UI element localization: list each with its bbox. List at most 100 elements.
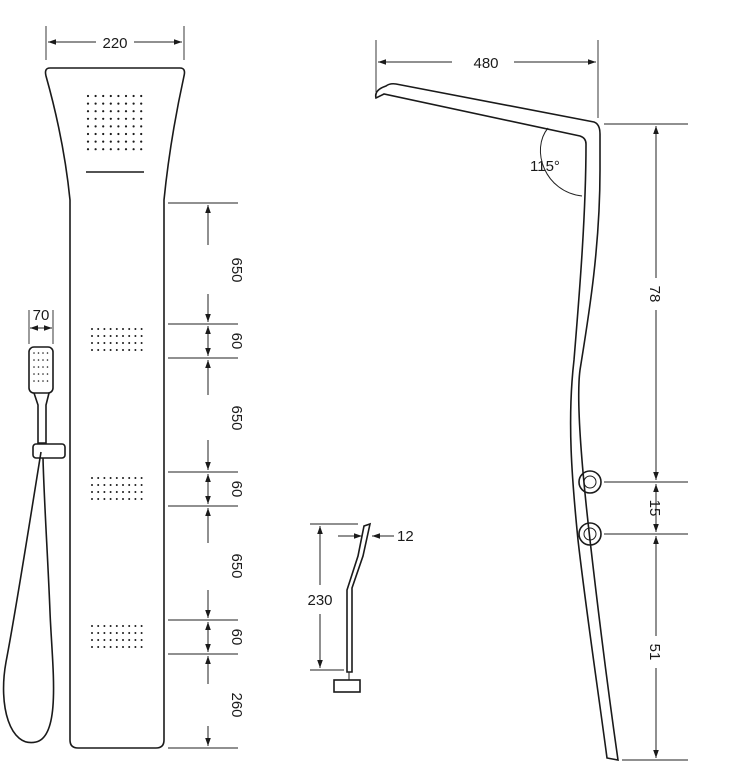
handheld-shower bbox=[2, 346, 66, 744]
nozzle-dot bbox=[33, 366, 35, 368]
nozzle-dot bbox=[140, 125, 143, 128]
nozzle-dot bbox=[46, 380, 49, 382]
nozzle-dot bbox=[102, 94, 105, 98]
nozzle-dot bbox=[91, 639, 93, 641]
nozzle-1 bbox=[578, 470, 602, 494]
nozzle-dot bbox=[109, 328, 112, 330]
nozzle-dot bbox=[94, 148, 97, 151]
nozzle-dot bbox=[128, 335, 131, 337]
nozzle-dot bbox=[97, 491, 100, 493]
nozzle-dot bbox=[97, 328, 100, 330]
nozzle-dot bbox=[97, 342, 100, 344]
nozzle-dot bbox=[128, 477, 131, 479]
nozzle-dot bbox=[33, 373, 35, 375]
side-mid-label: 15 bbox=[646, 500, 663, 517]
nozzle-dot bbox=[132, 132, 135, 136]
nozzle-dot bbox=[117, 102, 120, 105]
nozzle-dot bbox=[33, 380, 35, 382]
nozzle-dot bbox=[140, 328, 143, 330]
dim-front-width: 220 bbox=[45, 26, 185, 60]
nozzle-dot bbox=[124, 125, 128, 128]
bracket-arm bbox=[346, 522, 372, 673]
nozzle-dot bbox=[124, 148, 128, 151]
nozzle-dot bbox=[91, 342, 93, 344]
nozzle-dot bbox=[124, 117, 128, 120]
body-jet-1 bbox=[91, 328, 143, 351]
front-width-label: 220 bbox=[102, 35, 127, 52]
nozzle-dot bbox=[109, 632, 112, 634]
side-upper-label: 78 bbox=[646, 286, 663, 303]
side-lower-label: 51 bbox=[646, 644, 663, 661]
nozzle-dot bbox=[109, 646, 112, 648]
nozzle-dot bbox=[140, 117, 143, 120]
front-view: 220 70 650 60 bbox=[2, 26, 245, 749]
nozzle-dot bbox=[140, 484, 143, 486]
nozzle-dot bbox=[115, 646, 118, 648]
nozzle-dot bbox=[134, 349, 137, 351]
nozzle-dot bbox=[128, 342, 131, 344]
nozzle-dot bbox=[42, 380, 44, 382]
nozzle-dot bbox=[128, 328, 131, 330]
nozzle-dot bbox=[140, 646, 143, 648]
nozzle-dot bbox=[115, 328, 118, 330]
dim-gap-c: 60 bbox=[228, 629, 245, 646]
nozzle-dot bbox=[102, 132, 105, 136]
nozzle-dot bbox=[86, 102, 90, 105]
nozzle-dot bbox=[46, 352, 49, 354]
handset-nozzles bbox=[33, 352, 49, 382]
nozzle-dot bbox=[103, 342, 106, 344]
nozzle-dot bbox=[102, 125, 105, 128]
dim-bracket-height: 230 bbox=[307, 523, 358, 671]
nozzle-dot bbox=[122, 491, 124, 493]
dim-seg-c: 650 bbox=[228, 553, 245, 578]
nozzle-dot bbox=[86, 125, 90, 128]
nozzle-dot bbox=[109, 477, 112, 479]
nozzle-dot bbox=[115, 639, 118, 641]
nozzle-dot bbox=[132, 117, 135, 120]
nozzle-dot bbox=[91, 477, 93, 479]
nozzle-dot bbox=[117, 148, 120, 151]
nozzle-dot bbox=[42, 352, 44, 354]
nozzle-dot bbox=[128, 484, 131, 486]
nozzle-dot bbox=[140, 349, 143, 351]
nozzle-dot bbox=[97, 639, 100, 641]
nozzle-dot bbox=[46, 373, 49, 375]
bracket-height-label: 230 bbox=[307, 592, 332, 609]
angle-label: 115° bbox=[530, 158, 560, 175]
nozzle-dot bbox=[134, 342, 137, 344]
nozzle-dot bbox=[109, 148, 112, 151]
body-jet-3 bbox=[91, 625, 143, 648]
nozzle-dot bbox=[86, 132, 90, 136]
nozzle-dot bbox=[122, 342, 124, 344]
nozzle-dot bbox=[124, 110, 128, 113]
dim-gap-a: 60 bbox=[228, 333, 245, 350]
nozzle-dot bbox=[140, 491, 143, 493]
nozzle-dot bbox=[132, 110, 135, 113]
nozzle-dot bbox=[109, 102, 112, 105]
nozzle-dot bbox=[37, 359, 40, 361]
dim-front-vertical-chain: 650 60 650 60 650 60 260 bbox=[168, 202, 245, 749]
nozzle-dot bbox=[97, 484, 100, 486]
dim-angle: 115° bbox=[530, 127, 583, 197]
nozzle-dot bbox=[122, 632, 124, 634]
nozzle-dot bbox=[94, 140, 97, 143]
nozzle-dot bbox=[102, 102, 105, 105]
dim-gap-b: 60 bbox=[228, 481, 245, 498]
nozzle-dot bbox=[37, 366, 40, 368]
nozzle-dot bbox=[122, 646, 124, 648]
nozzle-dot bbox=[91, 484, 93, 486]
shower-hose bbox=[2, 451, 55, 744]
nozzle-dot bbox=[140, 477, 143, 479]
nozzle-dot bbox=[102, 110, 105, 113]
nozzle-dot bbox=[122, 477, 124, 479]
nozzle-dot bbox=[140, 110, 143, 113]
nozzle-dot bbox=[140, 335, 143, 337]
nozzle-dot bbox=[115, 491, 118, 493]
nozzle-dot bbox=[115, 349, 118, 351]
nozzle-dot bbox=[103, 349, 106, 351]
handset-handle bbox=[33, 392, 50, 444]
panel-side-outline bbox=[374, 82, 619, 761]
nozzle-dot bbox=[94, 125, 97, 128]
nozzle-dot bbox=[91, 646, 93, 648]
nozzle-dot bbox=[122, 335, 124, 337]
